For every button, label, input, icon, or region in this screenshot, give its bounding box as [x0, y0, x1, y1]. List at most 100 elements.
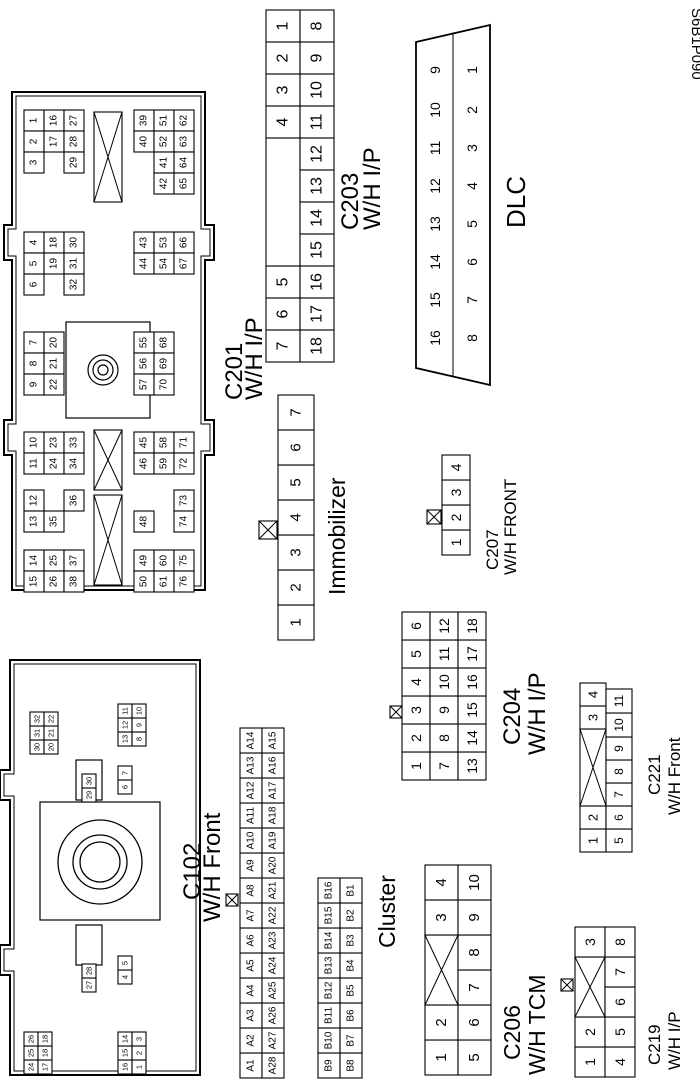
- pin-label: 13: [427, 216, 443, 232]
- pin-label: B15: [324, 906, 335, 924]
- pin-label: 6: [288, 443, 305, 451]
- pin-label: 7: [288, 408, 305, 416]
- pin-label: A1: [246, 1059, 257, 1072]
- pin-cell: [23, 151, 45, 174]
- pin-label: 63: [179, 136, 190, 148]
- pin-cell: [277, 569, 315, 606]
- pin-label: 30: [69, 237, 80, 249]
- connector-c201: 1231617272829456181930313278920212210112…: [3, 91, 215, 593]
- pin-label: 9: [466, 913, 483, 921]
- pin-label: B16: [324, 881, 335, 899]
- pin-label: 29: [85, 791, 94, 799]
- pin-label: A26: [268, 1006, 279, 1024]
- pin-label: 7: [612, 791, 626, 798]
- pin-label: 53: [159, 237, 170, 249]
- pin-label: B14: [324, 931, 335, 949]
- pin-label: 7: [29, 339, 40, 345]
- pin-label: A3: [246, 1009, 257, 1022]
- pin-label: 14: [29, 555, 40, 567]
- pin-label: 26: [49, 576, 60, 588]
- pin-label: 14: [121, 1035, 130, 1043]
- pin-label: 23: [49, 437, 60, 449]
- pin-label: B9: [324, 1059, 335, 1072]
- pin-label: B3: [346, 934, 357, 947]
- pin-label: 7: [275, 341, 292, 350]
- pin-label: 4: [612, 1058, 628, 1066]
- pin-label: 13: [121, 735, 130, 743]
- pin-label: 73: [179, 495, 190, 507]
- pin-label: 15: [464, 702, 480, 718]
- pin-label: 4: [408, 678, 424, 686]
- pin-label: 18: [309, 337, 326, 355]
- pin-label: A25: [268, 981, 279, 999]
- pin-cell: [441, 479, 471, 506]
- pin-label: 7: [466, 983, 483, 991]
- pin-label: A28: [268, 1056, 279, 1074]
- pin-cell: [457, 751, 487, 781]
- pin-label: 7: [612, 968, 628, 976]
- pin-label: 5: [288, 478, 305, 486]
- pin-cell: [131, 703, 147, 719]
- pin-label: 2: [29, 138, 40, 144]
- pin-label: 2: [448, 513, 464, 521]
- pin-label: 13: [309, 177, 326, 195]
- pin-cell: [401, 667, 431, 697]
- pin-label: 57: [139, 379, 150, 391]
- c204-name: C204: [499, 688, 526, 745]
- c203-sub: W/H I/P: [359, 147, 386, 230]
- pin-label: 1: [29, 117, 40, 123]
- pin-label: A24: [268, 956, 279, 974]
- pin-cell: [43, 373, 65, 396]
- pin-label: 9: [29, 381, 40, 387]
- pin-label: A9: [246, 859, 257, 872]
- pin-label: 27: [69, 115, 80, 127]
- pin-label: 2: [582, 1028, 598, 1036]
- pin-label: 4: [433, 878, 450, 886]
- pin-cell: [605, 712, 633, 738]
- pin-label: B1: [346, 884, 357, 897]
- pin-label: 17: [41, 1063, 50, 1071]
- pin-cell: [401, 611, 431, 641]
- pin-cell: [173, 510, 195, 533]
- pin-label: 6: [612, 814, 626, 821]
- pin-label: 18: [49, 237, 60, 249]
- pin-label: 15: [121, 1049, 130, 1057]
- pin-label: 31: [33, 729, 42, 737]
- pin-label: 5: [275, 277, 292, 286]
- pin-label: 38: [69, 576, 80, 588]
- pin-label: 9: [135, 723, 144, 727]
- pin-label: 76: [179, 576, 190, 588]
- pin-label: A15: [268, 731, 279, 749]
- pin-cell: [173, 570, 195, 593]
- pin-label: 17: [49, 136, 60, 148]
- pin-label: 4: [448, 463, 464, 471]
- pin-label: 1: [448, 538, 464, 546]
- pin-label: 3: [448, 488, 464, 496]
- pin-label: A14: [246, 731, 257, 749]
- pin-label: 8: [612, 938, 628, 946]
- pin-label: 7: [464, 296, 480, 304]
- pin-label: 66: [179, 237, 190, 249]
- pin-label: 44: [139, 258, 150, 270]
- pin-label: 11: [121, 707, 130, 715]
- pin-label: 60: [159, 555, 170, 567]
- pin-cell: [43, 510, 65, 533]
- pin-label: 8: [309, 21, 326, 30]
- pin-label: A21: [268, 881, 279, 899]
- pin-label: 14: [309, 209, 326, 227]
- c221-sub: W/H Front: [665, 737, 684, 815]
- pin-cell: [299, 169, 335, 203]
- pin-label: 14: [427, 254, 443, 270]
- pin-label: 5: [612, 1028, 628, 1036]
- pin-label: 5: [408, 650, 424, 658]
- pin-cell: [457, 1004, 492, 1041]
- pin-label: A8: [246, 884, 257, 897]
- pin-label: 11: [309, 114, 326, 131]
- cluster-name: Cluster: [374, 875, 400, 948]
- pin-cell: [299, 201, 335, 235]
